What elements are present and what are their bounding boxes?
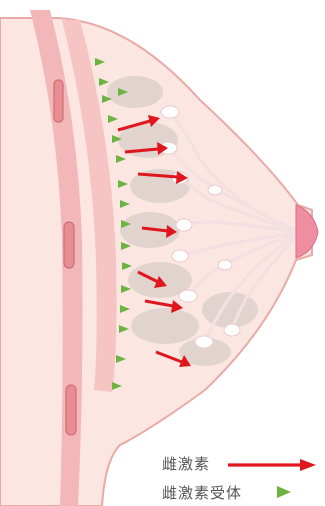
- alveolus: [176, 219, 192, 231]
- alveolus: [218, 260, 232, 270]
- alveolus: [172, 250, 188, 262]
- nipple: [296, 205, 318, 258]
- rib-1: [54, 80, 63, 122]
- alveolus: [179, 290, 197, 302]
- red-arrow-icon: [228, 459, 316, 471]
- alveolus: [195, 336, 213, 348]
- rib-2: [64, 222, 74, 268]
- legend-receptor-label: 雌激素受体: [162, 482, 242, 503]
- lobule-patch: [107, 76, 163, 108]
- alveolus: [224, 324, 240, 336]
- rib-3: [66, 385, 76, 435]
- lobule-patch: [131, 308, 199, 344]
- green-triangle-icon: [277, 486, 291, 498]
- legend-receptor: 雌激素受体: [162, 481, 242, 503]
- alveolus: [208, 185, 222, 195]
- alveolus: [161, 106, 179, 118]
- legend-estrogen: 雌激素: [162, 452, 210, 474]
- legend-estrogen-label: 雌激素: [162, 453, 210, 474]
